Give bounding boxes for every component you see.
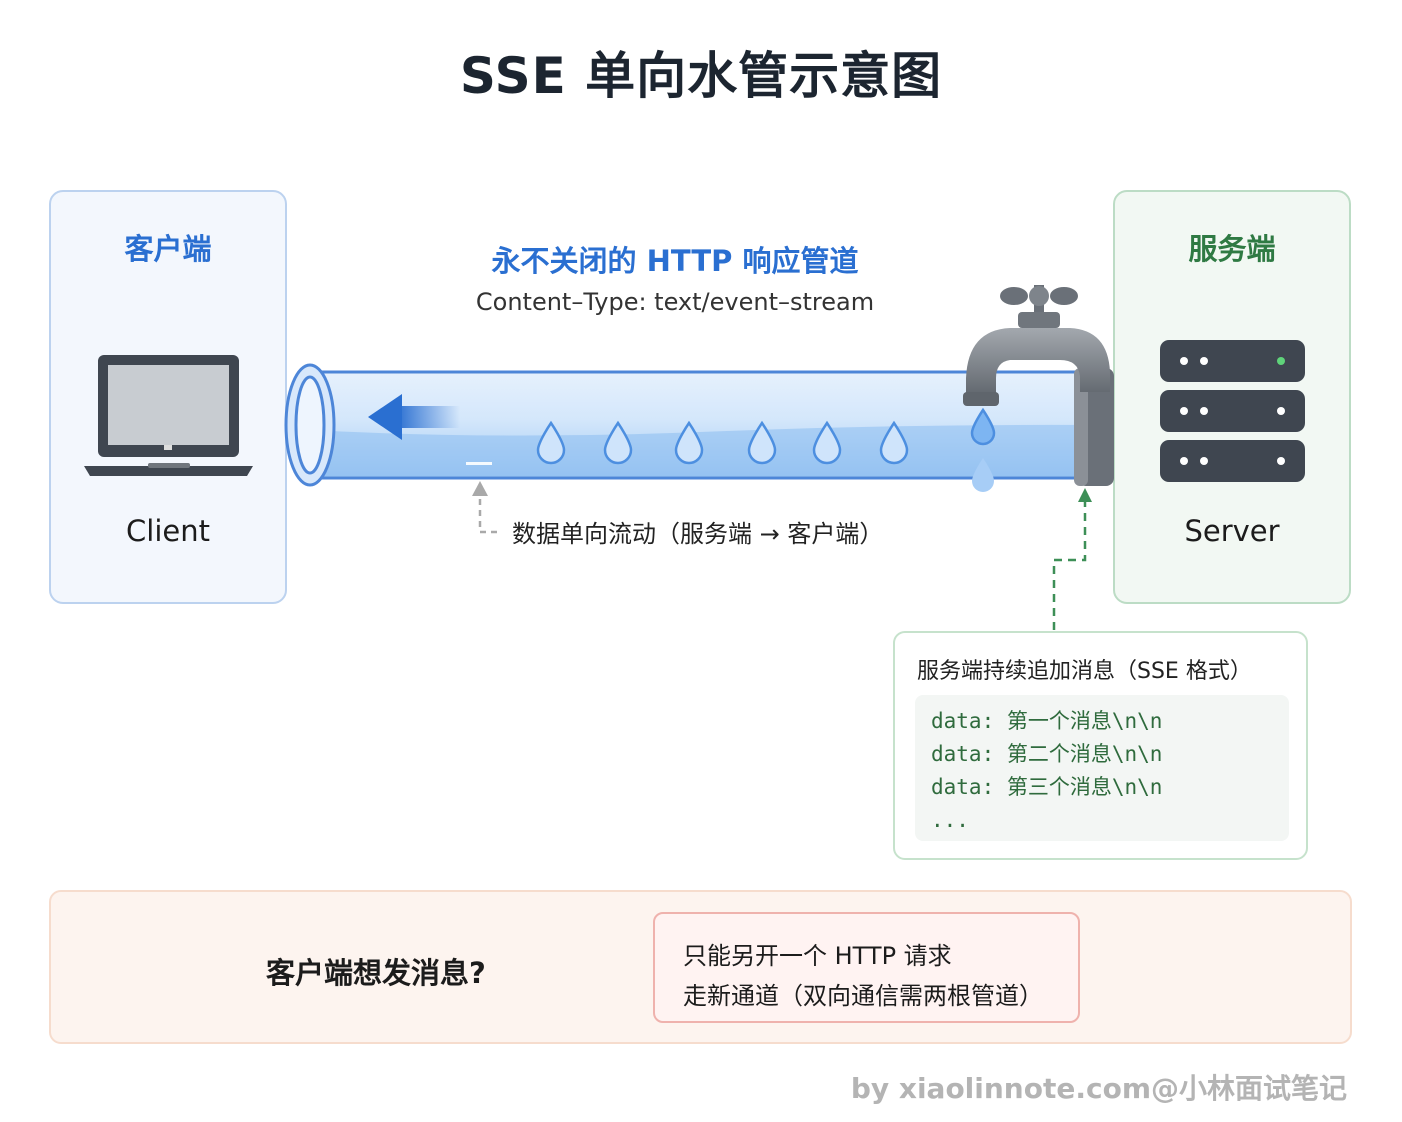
page-title: SSE 单向水管示意图 (459, 47, 943, 105)
answer-line-1: 只能另开一个 HTTP 请求 (683, 942, 952, 970)
faucet-icon (963, 285, 1110, 406)
sse-box-heading: 服务端持续追加消息（SSE 格式） (917, 659, 1252, 684)
answer-box: 只能另开一个 HTTP 请求 走新通道（双向通信需两根管道） (653, 912, 1080, 1023)
flow-direction-label: 数据单向流动（服务端 → 客户端） (512, 520, 884, 548)
client-heading: 客户端 (124, 232, 212, 266)
sse-code-line: ... (931, 808, 969, 832)
server-heading: 服务端 (1188, 232, 1276, 266)
water-droplets (536, 407, 996, 492)
sse-code-line: data: 第一个消息\n\n (931, 709, 1163, 733)
server-label: Server (1184, 514, 1280, 548)
pipe-subtitle: Content–Type: text/event–stream (475, 288, 875, 316)
sse-code-block: data: 第一个消息\n\n data: 第二个消息\n\n data: 第三… (915, 695, 1289, 841)
sse-pointer-arrow (1052, 488, 1092, 630)
flow-arrow-icon (368, 394, 460, 440)
sse-code-line: data: 第三个消息\n\n (931, 775, 1163, 799)
client-label: Client (126, 514, 210, 548)
server-rack-icon (1160, 340, 1305, 482)
client-question: 客户端想发消息? (266, 956, 486, 990)
watermark: by xiaolinnote.com@小林面试笔记 (850, 1072, 1347, 1105)
answer-line-2: 走新通道（双向通信需两根管道） (683, 982, 1043, 1010)
laptop-icon (84, 355, 253, 476)
flow-pointer-arrow (472, 481, 497, 534)
sse-message-box: 服务端持续追加消息（SSE 格式） data: 第一个消息\n\n data: … (893, 631, 1308, 860)
sse-code-line: data: 第二个消息\n\n (931, 742, 1163, 766)
pipe-title: 永不关闭的 HTTP 响应管道 (491, 244, 859, 278)
